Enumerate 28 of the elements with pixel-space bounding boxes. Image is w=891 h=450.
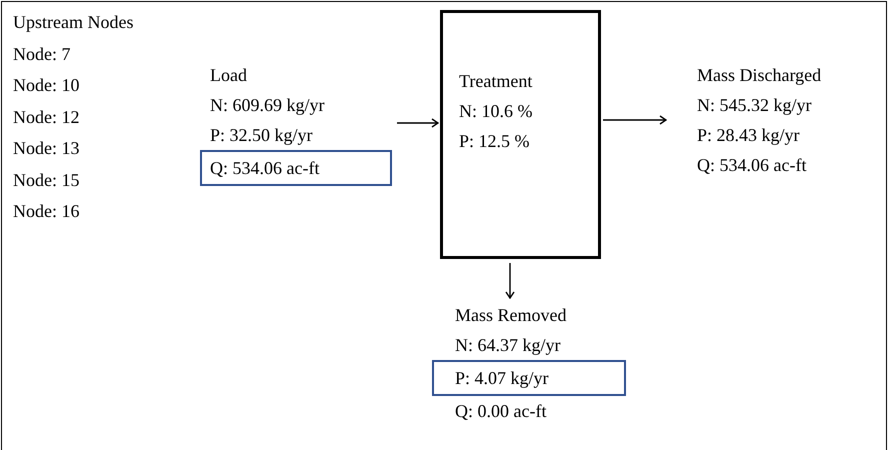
value-text: Q: 534.06 ac-ft bbox=[697, 154, 808, 177]
value-text: P: 12.5 % bbox=[459, 130, 531, 153]
list-item: Node: 10 bbox=[13, 74, 80, 97]
list-item: Node: 16 bbox=[13, 200, 80, 223]
block-heading: Mass Removed bbox=[455, 304, 568, 327]
value-text: P: 28.43 kg/yr bbox=[697, 124, 801, 147]
arrow bbox=[603, 115, 667, 125]
process-box bbox=[440, 10, 601, 259]
arrow bbox=[397, 118, 439, 128]
list-heading: Upstream Nodes bbox=[13, 11, 134, 34]
value-text: Q: 0.00 ac-ft bbox=[455, 400, 548, 423]
highlight-box bbox=[200, 150, 392, 186]
list-item: Node: 15 bbox=[13, 168, 80, 192]
list-item: Node: 12 bbox=[13, 106, 80, 128]
value-text: N: 64.37 kg/yr bbox=[455, 334, 562, 357]
arrow bbox=[505, 263, 515, 299]
highlight-box bbox=[432, 360, 626, 396]
list-item: Node: 13 bbox=[13, 137, 80, 160]
value-text: N: 545.32 kg/yr bbox=[697, 94, 812, 117]
block-heading: Treatment bbox=[459, 70, 534, 93]
block-heading: Load bbox=[210, 64, 248, 87]
block-heading: Mass Discharged bbox=[697, 64, 822, 87]
value-text: N: 10.6 % bbox=[459, 100, 534, 123]
value-text: N: 609.69 kg/yr bbox=[210, 94, 326, 117]
list-item: Node: 7 bbox=[13, 42, 72, 66]
value-text: Q: 534.06 ac-ft bbox=[210, 157, 320, 180]
value-text: P: 32.50 kg/yr bbox=[210, 124, 314, 147]
value-text: P: 4.07 kg/yr bbox=[455, 367, 549, 390]
